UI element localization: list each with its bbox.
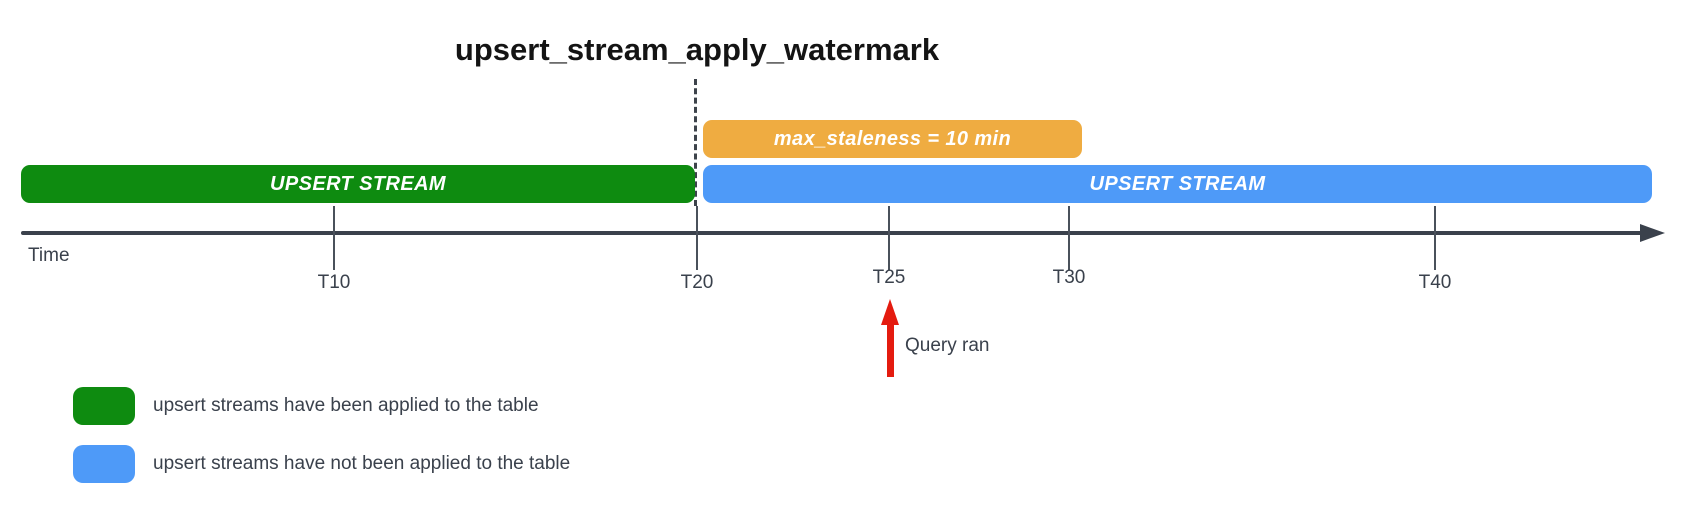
tick-t40-label: T40	[1418, 272, 1452, 293]
legend-swatch-blue	[73, 445, 135, 483]
tick-t20-label: T20	[680, 272, 714, 293]
tick-t20-line	[696, 206, 698, 270]
query-ran-arrow-shaft	[887, 323, 894, 377]
tick-t30-label: T30	[1052, 267, 1086, 288]
legend-label-not-applied: upsert streams have not been applied to …	[153, 453, 571, 474]
tick-t10-line	[333, 206, 335, 270]
query-ran-arrow-icon	[881, 299, 899, 325]
legend-item-not-applied: upsert streams have not been applied to …	[73, 445, 570, 483]
legend-item-applied: upsert streams have been applied to the …	[73, 387, 539, 425]
tick-t40-line	[1434, 206, 1436, 270]
unapplied-upsert-stream-bar: UPSERT STREAM	[703, 165, 1652, 203]
legend-swatch-green	[73, 387, 135, 425]
max-staleness-bar: max_staleness = 10 min	[703, 120, 1082, 158]
tick-t30-line	[1068, 206, 1070, 270]
unapplied-upsert-stream-bar-label: UPSERT STREAM	[1089, 172, 1266, 195]
max-staleness-bar-label: max_staleness = 10 min	[773, 127, 1012, 150]
tick-t25-label: T25	[872, 267, 906, 288]
query-ran-label: Query ran	[905, 335, 990, 356]
applied-upsert-stream-bar-label: UPSERT STREAM	[270, 172, 446, 195]
diagram-title: upsert_stream_apply_watermark	[454, 32, 940, 67]
watermark-dashed-line	[694, 79, 697, 206]
time-axis-label: Time	[28, 245, 70, 266]
tick-t10-label: T10	[317, 272, 351, 293]
time-axis-line	[21, 231, 1642, 235]
legend-label-applied: upsert streams have been applied to the …	[153, 395, 539, 416]
tick-t25-line	[888, 206, 890, 270]
applied-upsert-stream-bar: UPSERT STREAM	[21, 165, 695, 203]
time-axis-arrowhead-icon	[1640, 224, 1665, 242]
